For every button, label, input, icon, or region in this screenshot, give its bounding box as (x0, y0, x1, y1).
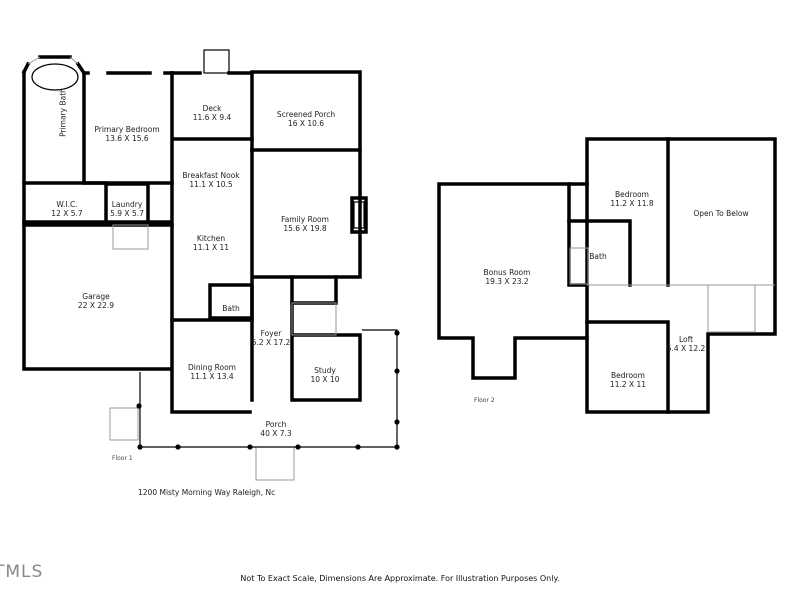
room-dims: 16 X 10.6 (287, 119, 325, 128)
room-dims: 12 X 5.7 (51, 209, 83, 218)
room-name: Primary Bath (58, 88, 68, 137)
room-label-bath-2: Bath (589, 252, 606, 261)
room-dims: 11.2 X 11.8 (610, 199, 654, 208)
room-name: Bath (222, 304, 240, 313)
room-name: W.I.C. (56, 200, 78, 209)
room-name: Bedroom (615, 190, 649, 199)
room-name: Open To Below (693, 209, 749, 218)
room-name: Dining Room (188, 363, 236, 372)
room-dims: 11.1 X 10.5 (189, 180, 233, 189)
room-name: Family Room (281, 215, 329, 224)
room-dims: 11.2 X 11 (609, 380, 647, 389)
room-name: Deck (202, 104, 222, 113)
room-dims: 15.6 X 19.8 (283, 224, 327, 233)
room-dims: 13.6 X 15.6 (105, 134, 149, 143)
room-dims: 5.4 X 12.2 (666, 344, 706, 353)
room-dims: 11.1 X 13.4 (190, 372, 234, 381)
room-name: Bonus Room (483, 268, 531, 277)
room-name: Porch (265, 420, 287, 429)
floor-2-label: Floor 2 (474, 397, 495, 404)
room-dims: 5.9 X 5.7 (110, 209, 144, 218)
room-dims: 22 X 22.9 (77, 301, 115, 310)
room-name: Laundry (111, 200, 143, 209)
room-name: Bedroom (611, 371, 645, 380)
room-name: Foyer (260, 329, 282, 338)
room-name: Study (314, 366, 336, 375)
floor-2-walls (437, 137, 777, 414)
room-name: Bath (589, 252, 607, 261)
room-label-bath: Bath (222, 304, 239, 313)
room-dims: 11.6 X 9.4 (192, 113, 232, 122)
room-label-wic: W.I.C.12 X 5.7 (51, 200, 82, 218)
room-name: Garage (82, 292, 110, 301)
tmls-logo: TMLS (0, 562, 44, 582)
room-dims: 11.1 X 11 (192, 243, 230, 252)
room-name: Kitchen (196, 234, 226, 243)
room-label-primary-bath: Primary Bath (59, 88, 68, 137)
room-name: Screened Porch (276, 110, 336, 119)
room-label-open-to-below: Open To Below (693, 209, 748, 218)
floor-1-label: Floor 1 (112, 455, 133, 462)
room-name: Primary Bedroom (94, 125, 160, 134)
room-name: Loft (678, 335, 694, 344)
disclaimer: Not To Exact Scale, Dimensions Are Appro… (240, 574, 560, 583)
room-dims: 10 X 10 (310, 375, 340, 384)
room-name: Breakfast Nook (182, 171, 240, 180)
property-address: 1200 Misty Morning Way Raleigh, Nc (138, 488, 276, 497)
floor-1-walls (21, 49, 400, 481)
room-dims: 19.3 X 23.2 (485, 277, 529, 286)
room-dims: 40 X 7.3 (260, 429, 292, 438)
room-dims: 5.2 X 17.2 (251, 338, 291, 347)
